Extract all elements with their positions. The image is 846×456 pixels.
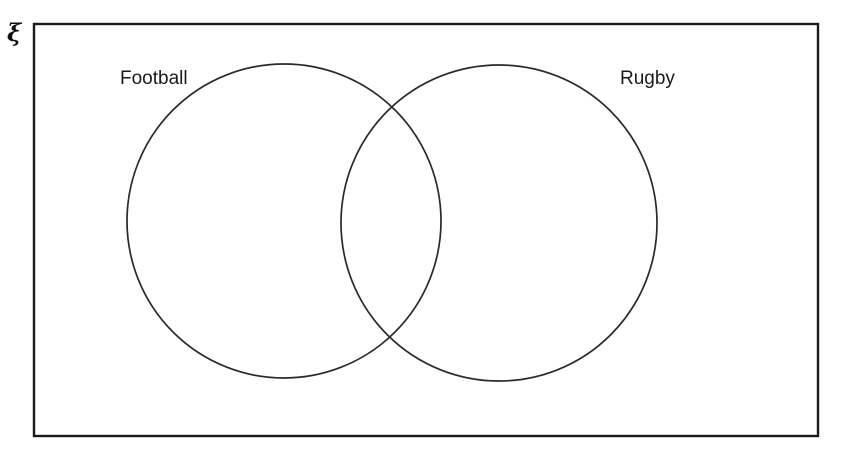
football-set-circle <box>126 63 442 379</box>
rugby-set-label: Rugby <box>620 68 675 89</box>
football-set-label: Football <box>120 68 188 89</box>
universal-set-symbol: ξ <box>7 18 22 47</box>
universal-set-rectangle <box>32 22 820 438</box>
rugby-set-circle <box>340 64 658 382</box>
